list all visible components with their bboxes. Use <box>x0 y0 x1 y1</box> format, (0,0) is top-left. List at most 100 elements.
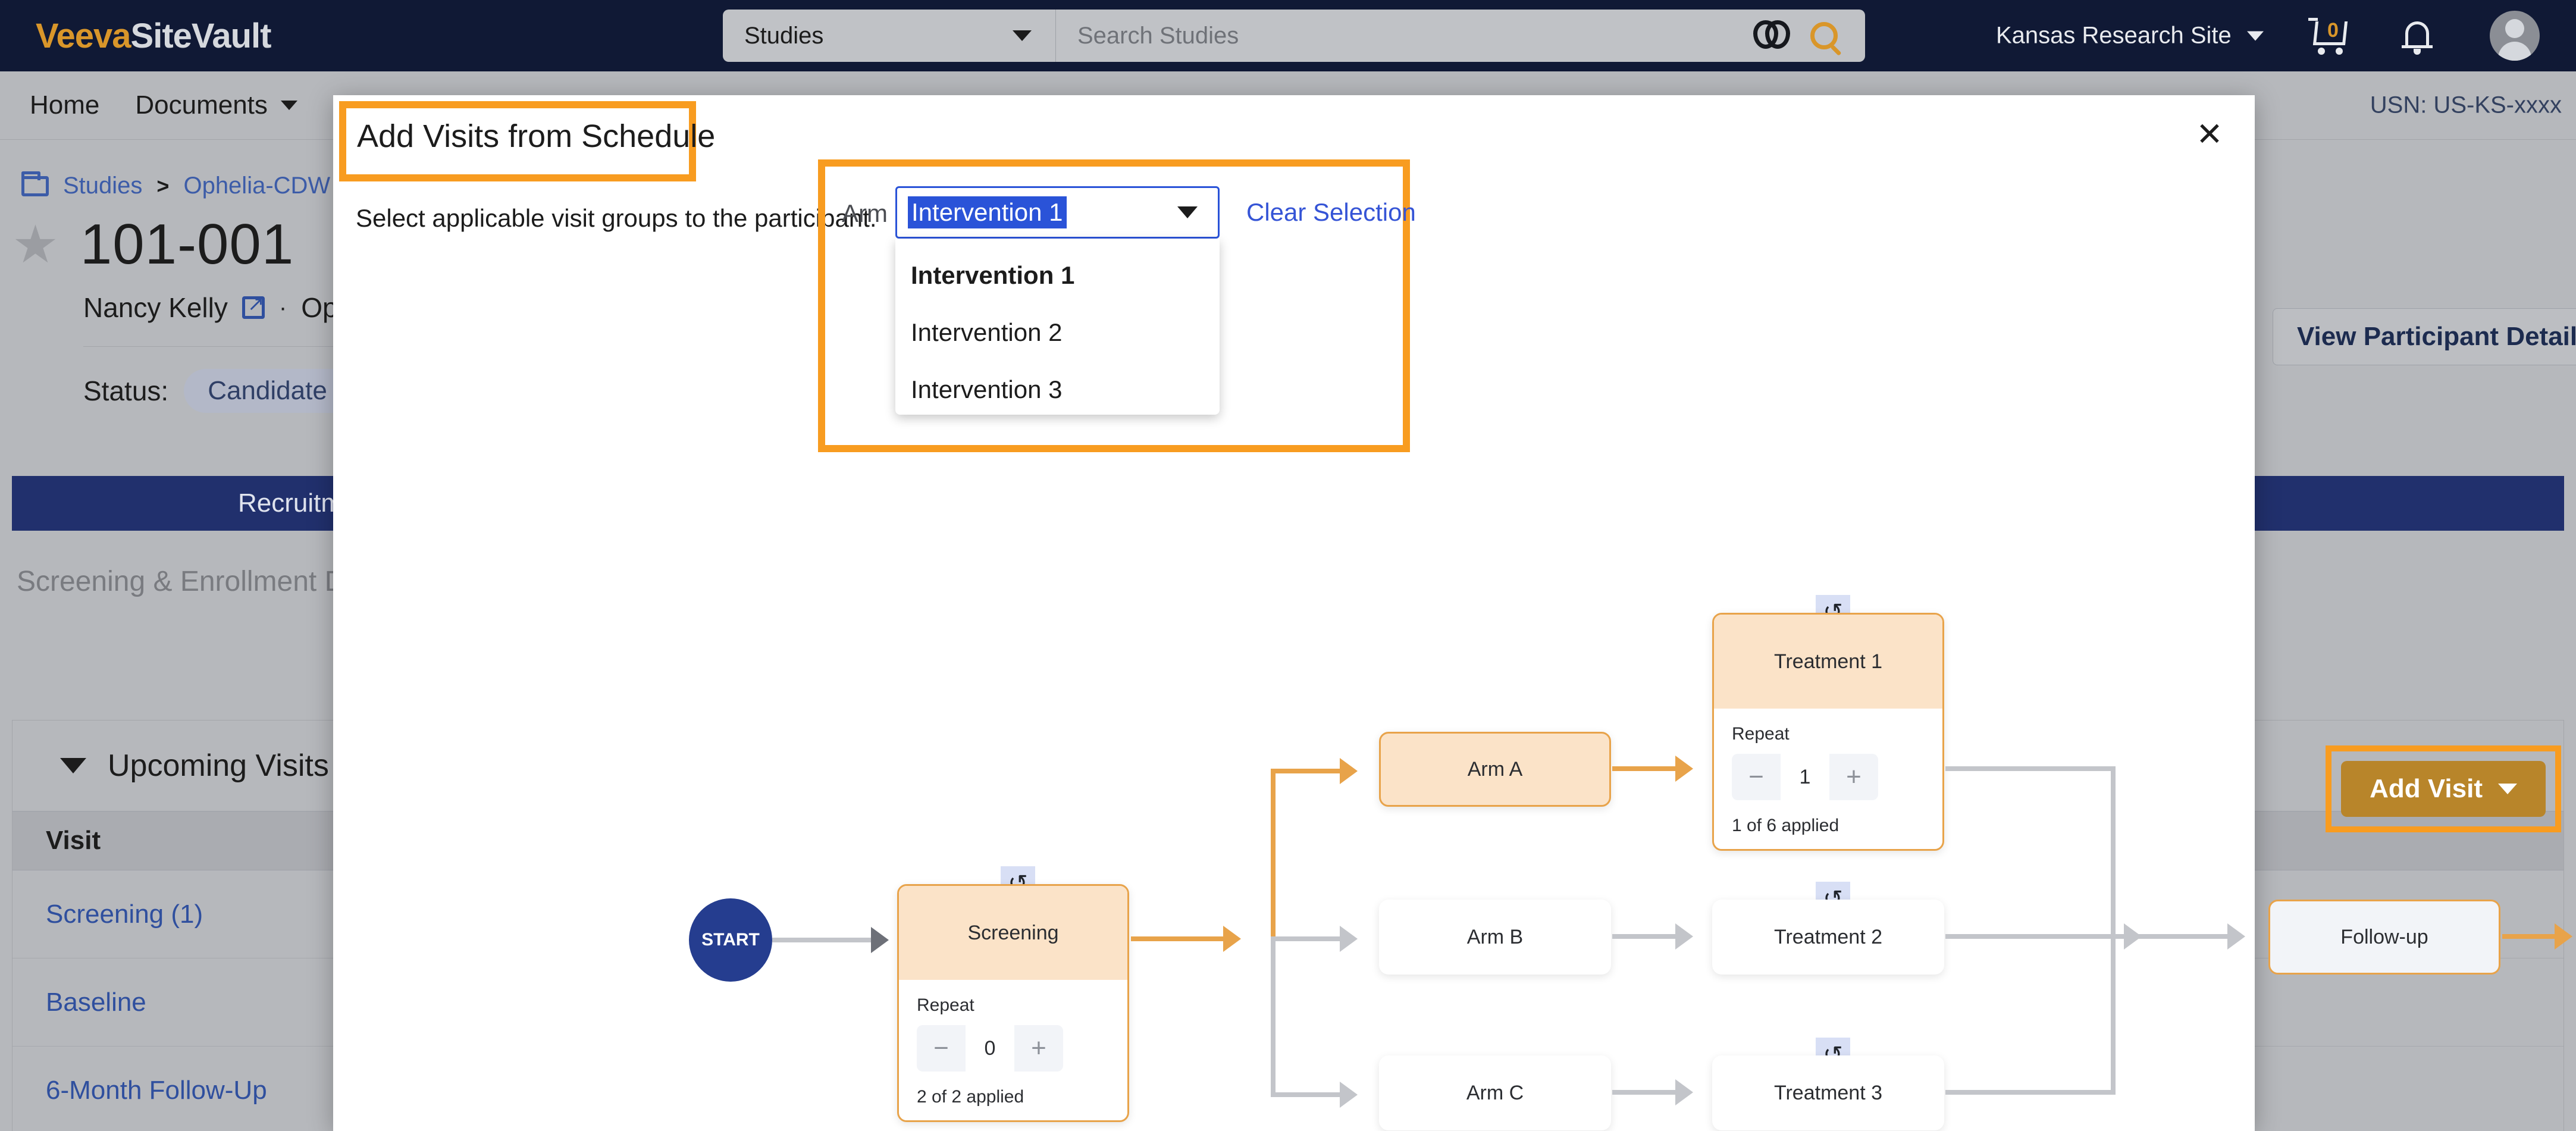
chevron-down-icon <box>280 101 297 110</box>
flow-edge-arm-a-treatment1 <box>1612 766 1678 771</box>
bell-base <box>2402 45 2433 48</box>
nav-item-documents[interactable]: Documents <box>135 90 297 120</box>
flow-arrow-bus-arm-c <box>1340 1082 1358 1108</box>
breadcrumb-separator: > <box>156 173 170 198</box>
flow-arrow-merge-2 <box>2227 923 2245 950</box>
clear-selection-link[interactable]: Clear Selection <box>1246 198 1416 226</box>
stepper-decrement-button[interactable]: − <box>1732 754 1781 800</box>
flow-node-followup[interactable]: Follow-up <box>2268 900 2500 975</box>
search-scope-dropdown[interactable]: Studies <box>723 10 1056 62</box>
flow-edge-bus-arm-b <box>1271 936 1341 941</box>
flow-node-arm-a[interactable]: Arm A <box>1379 732 1611 807</box>
visit-link[interactable]: 6-Month Follow-Up <box>46 1075 267 1105</box>
cart-count-badge: 0 <box>2327 19 2339 42</box>
notifications-bell-icon[interactable] <box>2400 17 2434 55</box>
flow-edge-followup-end <box>2502 934 2557 939</box>
flow-node-screening[interactable]: Screening Repeat − 0 + 2 of 2 applied <box>897 884 1129 1122</box>
arm-option-intervention-2[interactable]: Intervention 2 <box>911 318 1063 346</box>
close-icon[interactable]: ✕ <box>2196 117 2223 152</box>
participant-title-row: ★ 101-001 <box>12 212 294 277</box>
breadcrumb-current[interactable]: Ophelia-CDW <box>183 173 331 199</box>
breadcrumb-root[interactable]: Studies <box>63 173 143 199</box>
arm-select[interactable]: Intervention 1 <box>895 186 1220 239</box>
chevron-down-icon <box>2498 784 2517 794</box>
user-avatar[interactable] <box>2490 11 2540 61</box>
add-visits-modal: START ↺ Screening Repeat − 0 + 2 of 2 ap… <box>333 95 2572 1131</box>
flow-node-treatment1-title: Treatment 1 <box>1714 615 1942 709</box>
flow-edge-screening-bus <box>1131 936 1225 941</box>
usn-label: USN: US-KS-xxxx <box>2370 92 2562 118</box>
column-header-visit: Visit <box>46 826 101 855</box>
collapse-toggle-icon[interactable] <box>60 758 86 773</box>
bell-dome <box>2405 21 2429 46</box>
schedule-flow-diagram: START ↺ Screening Repeat − 0 + 2 of 2 ap… <box>689 595 2572 1131</box>
repeat-label: Repeat <box>917 995 974 1015</box>
search-icon[interactable] <box>1810 22 1838 49</box>
stepper-increment-button[interactable]: + <box>1014 1025 1063 1072</box>
repeat-stepper-screening: − 0 + <box>917 1025 1063 1072</box>
stepper-increment-button[interactable]: + <box>1829 754 1878 800</box>
upcoming-visits-title: Upcoming Visits <box>108 748 329 783</box>
breadcrumb: Studies > Ophelia-CDW <box>21 171 331 199</box>
app-logo[interactable]: VeevaSiteVault <box>36 16 271 56</box>
external-link-icon[interactable] <box>242 292 265 319</box>
table-row[interactable]: 6-Month Follow-Up <box>12 1047 2564 1131</box>
stepper-value[interactable]: 1 <box>1781 754 1829 800</box>
flow-edge-start-screening <box>772 938 873 942</box>
flow-node-arm-c[interactable]: Arm C <box>1379 1055 1611 1130</box>
flow-node-treatment1[interactable]: Treatment 1 Repeat − 1 + 1 of 6 applied <box>1712 613 1944 851</box>
stepper-decrement-button[interactable]: − <box>917 1025 966 1072</box>
flow-edge-treatment2-merge <box>1945 934 2116 939</box>
flow-node-arm-b[interactable]: Arm B <box>1379 900 1611 975</box>
cart-button[interactable]: 0 <box>2308 17 2351 55</box>
status-label: Status: <box>83 375 169 406</box>
participant-person-name[interactable]: Nancy Kelly <box>83 292 228 323</box>
divider <box>83 346 416 347</box>
top-navigation-bar: VeevaSiteVault Studies Search Studies Ka… <box>0 0 2576 71</box>
favorite-star-icon[interactable]: ★ <box>12 215 59 274</box>
arm-selector-highlight <box>818 159 1410 452</box>
arm-dropdown-menu: Intervention 1 Intervention 2 Interventi… <box>895 239 1220 415</box>
flow-arrow-arm-a-treatment1 <box>1675 756 1693 782</box>
cart-wheel-right <box>2336 48 2343 55</box>
arm-option-intervention-3[interactable]: Intervention 3 <box>911 375 1063 403</box>
site-selector[interactable]: Kansas Research Site <box>1996 23 2264 49</box>
visit-link[interactable]: Screening (1) <box>46 899 203 929</box>
flow-bus-vertical-orange <box>1271 773 1276 941</box>
chevron-down-icon <box>1013 30 1032 41</box>
visit-link[interactable]: Baseline <box>46 987 146 1017</box>
flow-node-screening-body: Repeat − 0 + 2 of 2 applied <box>899 980 1127 1107</box>
flow-edge-arm-b-treatment2 <box>1612 934 1678 939</box>
flow-node-treatment3[interactable]: Treatment 3 <box>1712 1055 1944 1130</box>
add-visit-button[interactable]: Add Visit <box>2341 761 2546 817</box>
site-name-label: Kansas Research Site <box>1996 22 2232 49</box>
add-visit-label: Add Visit <box>2370 774 2483 803</box>
cart-handle <box>2308 18 2318 21</box>
arm-select-value: Intervention 1 <box>908 196 1067 228</box>
modal-title: Add Visits from Schedule <box>357 118 716 154</box>
search-input[interactable]: Search Studies <box>1077 22 1239 49</box>
nav-item-home-label: Home <box>30 90 100 120</box>
repeat-label: Repeat <box>1732 724 1790 744</box>
flow-arrow-screening-bus <box>1223 926 1241 952</box>
flow-node-treatment2[interactable]: Treatment 2 <box>1712 900 1944 975</box>
view-participant-details-button[interactable]: View Participant Details <box>2273 308 2576 365</box>
status-badge-value: Candidate <box>208 376 327 405</box>
flow-bus-vertical-gray <box>1271 939 1276 1097</box>
flow-edge-bus-arm-c <box>1271 1092 1341 1097</box>
flow-node-start: START <box>689 898 772 982</box>
flow-edge-bus-arm-a <box>1271 769 1341 773</box>
nav-item-home[interactable]: Home <box>30 90 99 120</box>
flow-arrow-arm-b-treatment2 <box>1675 923 1693 950</box>
flow-node-treatment1-body: Repeat − 1 + 1 of 6 applied <box>1714 709 1942 836</box>
arm-option-intervention-1[interactable]: Intervention 1 <box>911 261 1075 289</box>
flow-arrow-followup-end <box>2555 923 2572 950</box>
flow-edge-arm-c-treatment3 <box>1612 1090 1678 1095</box>
cart-wheel-left <box>2318 48 2325 55</box>
flow-edge-treatment3-merge <box>1945 1090 2116 1095</box>
chevron-down-icon <box>2246 31 2264 40</box>
binoculars-icon[interactable] <box>1753 20 1790 49</box>
stepper-value[interactable]: 0 <box>966 1025 1014 1072</box>
flow-edge-merge-followup-2 <box>2164 934 2230 939</box>
